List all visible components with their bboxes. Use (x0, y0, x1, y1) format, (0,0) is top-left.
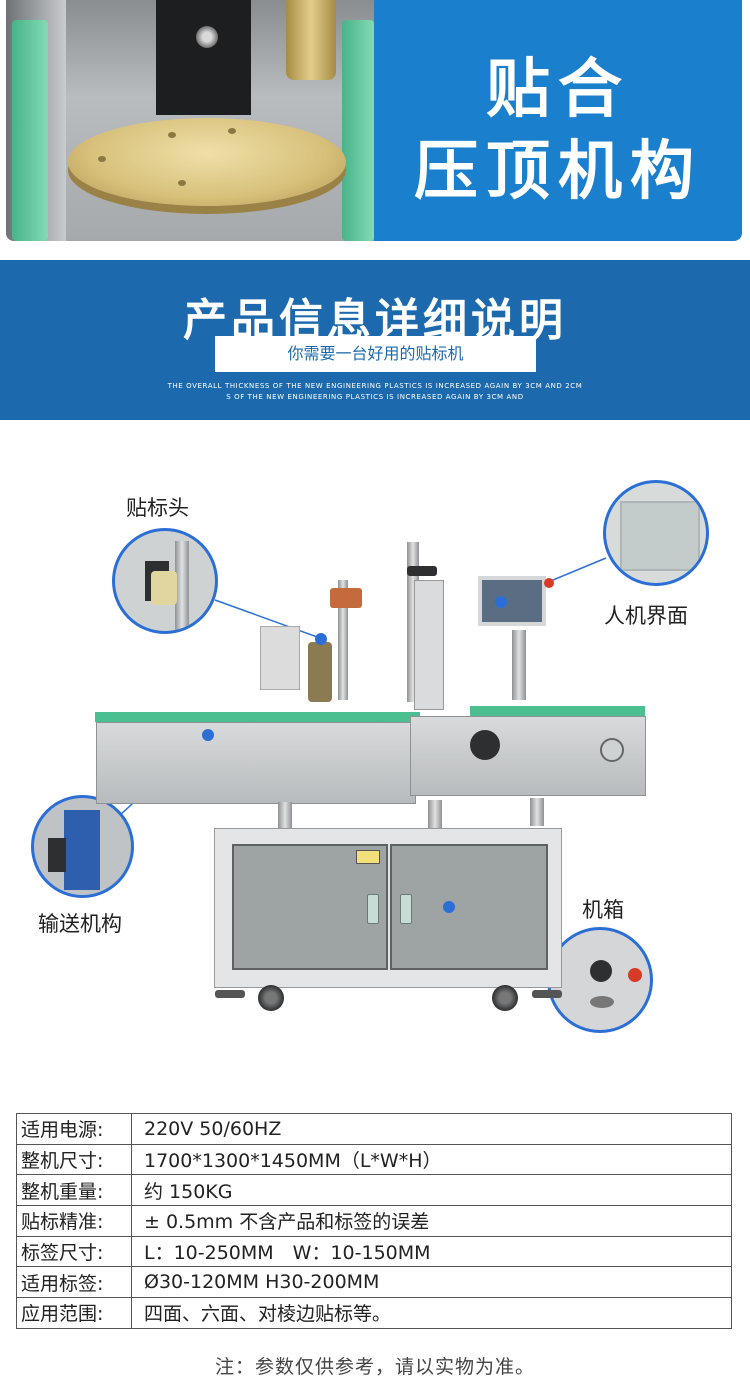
spec-value: 四面、六面、对棱边贴标等。 (131, 1297, 732, 1329)
spec-row: 标签尺寸:L：10-250MM W：10-150MM (16, 1235, 732, 1268)
pressing-mechanism-photo (6, 0, 374, 241)
banner-title-line2: 压顶机构 (414, 135, 702, 209)
spec-value: L：10-250MM W：10-150MM (131, 1235, 732, 1268)
spec-row: 应用范围:四面、六面、对棱边贴标等。 (16, 1297, 732, 1329)
cabinet-dot (443, 901, 455, 913)
spec-row: 适用电源:220V 50/60HZ (16, 1113, 732, 1145)
cabinet-door-right (390, 844, 548, 970)
pressing-unit (414, 580, 444, 710)
labeling-head-zoom (112, 528, 218, 634)
conveyor-zoom (31, 795, 134, 898)
banner-title-line1: 贴合 (486, 53, 630, 127)
label-hmi: 人机界面 (604, 604, 688, 628)
info-header: 产品信息详细说明 (0, 260, 750, 420)
info-english-line2: S OF THE NEW ENGINEERING PLASTICS IS INC… (226, 393, 524, 401)
info-english-line1: THE OVERALL THICKNESS OF THE NEW ENGINEE… (167, 382, 583, 390)
spec-key: 应用范围: (16, 1297, 132, 1329)
spec-value: 220V 50/60HZ (131, 1113, 732, 1145)
hmi-dot (495, 596, 507, 608)
hmi-zoom (603, 480, 709, 586)
spec-key: 整机重量: (16, 1174, 132, 1207)
spec-value: Ø30-120MM H30-200MM (131, 1266, 732, 1299)
cabinet-door-left (232, 844, 388, 970)
labeling-head-dot (315, 633, 327, 645)
spec-key: 整机尺寸: (16, 1143, 132, 1176)
spec-value: ± 0.5mm 不含产品和标签的误差 (131, 1205, 732, 1237)
label-labeling-head: 贴标头 (126, 496, 189, 520)
conveyor-belt-right (470, 706, 645, 716)
footnote: 注：参数仅供参考，请以实物为准。 (214, 1356, 535, 1378)
label-cabinet: 机箱 (582, 898, 624, 922)
spec-key: 适用标签: (16, 1266, 132, 1299)
spec-value: 约 150KG (131, 1174, 732, 1207)
cabinet-zoom (547, 927, 653, 1033)
hmi-screen (478, 576, 546, 626)
machine-diagram: 贴标头 人机界面 输送机构 机箱 (0, 430, 750, 1080)
spec-key: 标签尺寸: (16, 1235, 132, 1268)
spec-row: 贴标精准:± 0.5mm 不含产品和标签的误差 (16, 1205, 732, 1237)
top-banner: 贴合 压顶机构 (6, 0, 742, 241)
conveyor-dot (202, 729, 214, 741)
spec-row: 整机尺寸:1700*1300*1450MM（L*W*H） (16, 1143, 732, 1176)
spec-key: 贴标精准: (16, 1205, 132, 1237)
spec-key: 适用电源: (16, 1113, 132, 1145)
conveyor-belt-left (95, 712, 420, 722)
spec-row: 整机重量:约 150KG (16, 1174, 732, 1207)
conveyor-frame-left (96, 722, 416, 804)
label-roll (308, 642, 332, 702)
spec-value: 1700*1300*1450MM（L*W*H） (131, 1143, 732, 1176)
label-conveyor: 输送机构 (38, 912, 122, 936)
spec-row: 适用标签:Ø30-120MM H30-200MM (16, 1266, 732, 1299)
info-subtitle: 你需要一台好用的贴标机 (215, 336, 536, 372)
banner-title-panel: 贴合 压顶机构 (374, 0, 742, 241)
